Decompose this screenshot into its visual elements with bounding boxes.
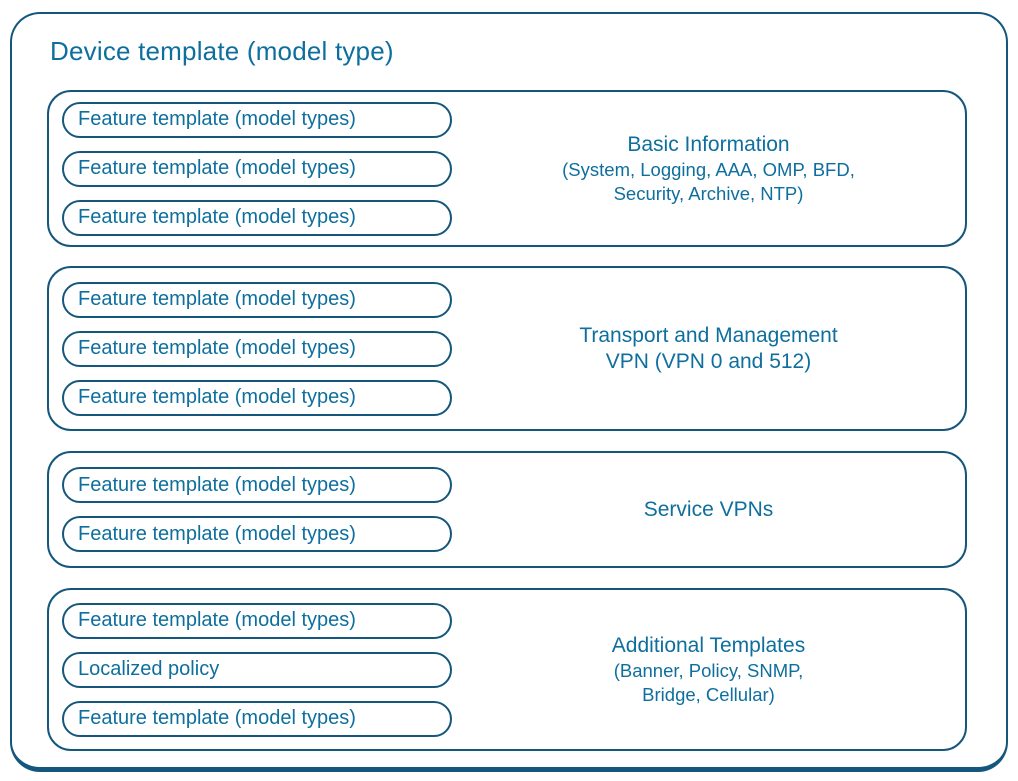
pill-column: Feature template (model types) Localized… xyxy=(49,602,452,737)
feature-template-pill: Feature template (model types) xyxy=(62,467,452,503)
section-label-title: Service VPNs xyxy=(643,497,774,521)
feature-template-pill: Feature template (model types) xyxy=(62,516,452,552)
section-label-subtitle-line2: Security, Archive, NTP) xyxy=(613,182,804,204)
feature-template-pill: Feature template (model types) xyxy=(62,199,452,236)
feature-template-pill: Feature template (model types) xyxy=(62,330,452,367)
feature-template-pill: Feature template (model types) xyxy=(62,101,452,138)
section-label: Service VPNs xyxy=(452,497,965,523)
pill-label: Feature template (model types) xyxy=(78,337,356,359)
section-label: Transport and Management VPN (VPN 0 and … xyxy=(452,323,965,375)
diagram-title: Device template (model type) xyxy=(50,36,394,66)
section-label-title: Transport and Management xyxy=(579,323,838,347)
section-label: Basic Information (System, Logging, AAA,… xyxy=(452,132,965,206)
feature-template-pill: Feature template (model types) xyxy=(62,700,452,737)
section-label-title: Basic Information xyxy=(627,132,790,156)
device-template-container: Device template (model type) Feature tem… xyxy=(10,12,1008,772)
pill-column: Feature template (model types) Feature t… xyxy=(49,467,452,552)
pill-label: Feature template (model types) xyxy=(78,288,356,310)
pill-label: Feature template (model types) xyxy=(78,707,356,729)
sections-wrapper: Feature template (model types) Feature t… xyxy=(47,90,967,751)
pill-label: Localized policy xyxy=(78,658,220,680)
feature-template-pill: Feature template (model types) xyxy=(62,281,452,318)
section-label-title: Additional Templates xyxy=(611,633,806,657)
section-label-subtitle-line2: Bridge, Cellular) xyxy=(642,683,775,705)
pill-label: Feature template (model types) xyxy=(78,473,356,496)
pill-label: Feature template (model types) xyxy=(78,522,356,545)
pill-label: Feature template (model types) xyxy=(78,206,356,228)
section-label-subtitle: (Banner, Policy, SNMP, xyxy=(613,659,804,681)
pill-label: Feature template (model types) xyxy=(78,108,356,130)
feature-template-pill: Feature template (model types) xyxy=(62,379,452,416)
pill-column: Feature template (model types) Feature t… xyxy=(49,101,452,236)
section-label-subtitle: (System, Logging, AAA, OMP, BFD, xyxy=(562,158,855,180)
section-label-title-line2: VPN (VPN 0 and 512) xyxy=(605,349,812,373)
pill-label: Feature template (model types) xyxy=(78,157,356,179)
pill-label: Feature template (model types) xyxy=(78,386,356,408)
feature-template-pill: Feature template (model types) xyxy=(62,602,452,639)
feature-template-pill: Feature template (model types) xyxy=(62,150,452,187)
pill-column: Feature template (model types) Feature t… xyxy=(49,281,452,416)
section-transport-management-vpn: Feature template (model types) Feature t… xyxy=(47,266,967,431)
section-additional-templates: Feature template (model types) Localized… xyxy=(47,588,967,751)
section-label: Additional Templates (Banner, Policy, SN… xyxy=(452,633,965,707)
localized-policy-pill: Localized policy xyxy=(62,651,452,688)
pill-label: Feature template (model types) xyxy=(78,609,356,631)
section-basic-information: Feature template (model types) Feature t… xyxy=(47,90,967,247)
section-service-vpns: Feature template (model types) Feature t… xyxy=(47,451,967,568)
